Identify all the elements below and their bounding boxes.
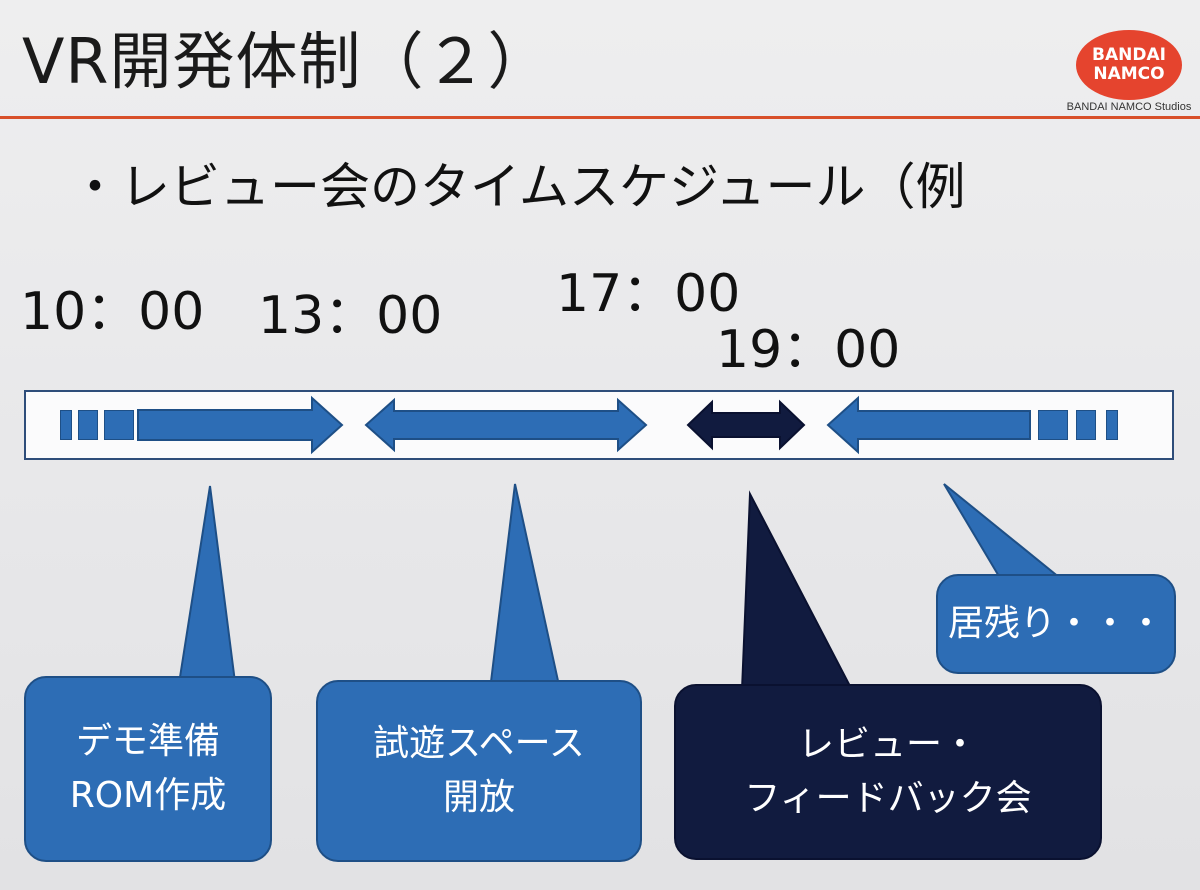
right-dash-3 xyxy=(1106,410,1118,440)
logo-line-1: BANDAI xyxy=(1092,45,1166,65)
arrow-left-1 xyxy=(826,395,1031,455)
slide-title: VR開発体制（２） xyxy=(22,25,551,98)
bubble-demo-line-2: ROM作成 xyxy=(69,775,227,816)
logo-line-2: NAMCO xyxy=(1093,64,1165,84)
left-dash-1 xyxy=(60,410,72,440)
bubble-demo-prep: デモ準備 ROM作成 xyxy=(24,676,272,862)
time-label-1700: 17：00 xyxy=(556,264,741,324)
time-label-1300: 13：00 xyxy=(258,286,443,346)
pointer-review xyxy=(740,490,854,691)
logo-subtitle: BANDAI NAMCO Studios xyxy=(1066,101,1192,113)
bandai-namco-logo: BANDAI NAMCO xyxy=(1076,30,1182,100)
arrow-double-1 xyxy=(364,397,648,453)
bubble-review-line-1: レビュー・ xyxy=(797,724,978,765)
right-dash-1 xyxy=(1038,410,1068,440)
pointer-trial xyxy=(488,483,562,691)
bubble-demo-line-1: デモ準備 xyxy=(75,721,220,762)
arrow-right-1 xyxy=(137,395,344,455)
bubble-trial-line-1: 試遊スペース xyxy=(373,723,585,764)
arrow-double-dark xyxy=(686,399,806,451)
bubble-review-feedback: レビュー・ フィードバック会 xyxy=(674,684,1102,860)
bullet-heading: ・レビュー会のタイムスケジュール（例 xyxy=(70,158,966,216)
bubble-trial-space: 試遊スペース 開放 xyxy=(316,680,642,862)
pointer-demo xyxy=(176,485,238,691)
time-label-1000: 10：00 xyxy=(20,282,205,342)
pointer-overtime xyxy=(943,483,1063,579)
time-label-1900: 19：00 xyxy=(716,320,901,380)
title-divider xyxy=(0,116,1200,119)
bubble-trial-line-2: 開放 xyxy=(442,777,515,818)
right-dash-2 xyxy=(1076,410,1096,440)
left-dash-3 xyxy=(104,410,134,440)
left-dash-2 xyxy=(78,410,98,440)
bubble-overtime-line-1: 居残り・・・ xyxy=(947,603,1164,644)
bubble-review-line-2: フィードバック会 xyxy=(744,778,1032,819)
bubble-overtime: 居残り・・・ xyxy=(936,574,1176,674)
